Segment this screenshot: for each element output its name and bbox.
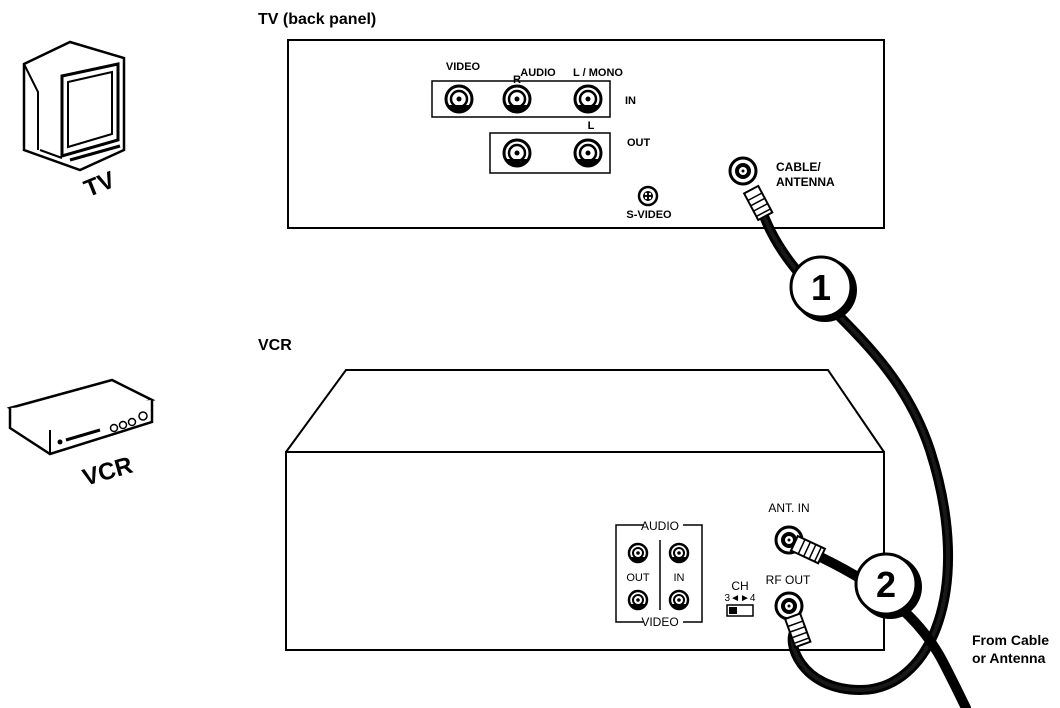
source-label-line-2: or Antenna — [972, 650, 1046, 666]
step-1-badge: 1 — [789, 255, 857, 322]
vcr-video-label: VIDEO — [641, 615, 678, 629]
tv-audio-r-in-jack — [502, 84, 532, 114]
tv-video-label: VIDEO — [446, 61, 481, 73]
tv-audio-l-out-jack — [573, 138, 603, 168]
vcr-audio-in-jack — [668, 542, 690, 564]
cable-2 — [805, 547, 971, 708]
tv-cable-antenna-label-1: CABLE/ — [776, 160, 821, 174]
vcr-ant-in-label: ANT. IN — [768, 501, 809, 515]
rf-out-cable-connector — [783, 612, 812, 649]
ant-in-cable-connector — [789, 534, 827, 565]
tv-cable-antenna-label-2: ANTENNA — [776, 175, 835, 189]
tv-back-panel — [287, 39, 885, 229]
vcr-video-out-jack — [627, 589, 649, 611]
vcr-audio-out-jack — [627, 542, 649, 564]
step-2-number: 2 — [876, 564, 896, 605]
tv-s-video-label: S-VIDEO — [626, 209, 672, 221]
tv-icon-label: TV — [80, 166, 119, 203]
tv-section-title: TV (back panel) — [258, 11, 376, 28]
tv-l-mono-label: L / MONO — [573, 67, 623, 79]
tv-s-video-jack — [637, 185, 659, 207]
vcr-rf-out-label: RF OUT — [766, 573, 811, 587]
tv-audio-label: AUDIO — [520, 67, 556, 79]
step-1-number: 1 — [811, 267, 831, 308]
step-2-badge: 2 — [854, 552, 922, 619]
tv-out-jack-group — [489, 132, 611, 174]
tv-in-jack-group — [431, 80, 611, 118]
tv-icon — [22, 40, 126, 172]
vcr-ch-values: 3◄►4 — [725, 593, 756, 604]
vcr-in-label: IN — [674, 572, 685, 584]
vcr-icon-label: VCR — [80, 452, 136, 492]
tv-cable-antenna-jack — [728, 156, 758, 186]
tv-audio-r-out-jack — [502, 138, 532, 168]
tv-in-label: IN — [625, 95, 636, 107]
vcr-ch-label: CH — [731, 579, 748, 593]
vcr-section-title: VCR — [258, 337, 292, 354]
tv-l-out-label: L — [588, 120, 595, 132]
vcr-out-label: OUT — [626, 572, 650, 584]
tv-out-label: OUT — [627, 137, 651, 149]
vcr-av-jack-panel — [615, 524, 703, 623]
vcr-icon — [6, 378, 156, 456]
tv-video-in-jack — [444, 84, 474, 114]
source-label-line-1: From Cable — [972, 632, 1049, 648]
vcr-audio-label: AUDIO — [641, 519, 679, 533]
vcr-video-in-jack — [668, 589, 690, 611]
vcr-ch-switch — [726, 604, 754, 617]
tv-audio-l-in-jack — [573, 84, 603, 114]
tv-r-label: R — [513, 74, 521, 86]
tv-cable-connector — [742, 184, 774, 222]
